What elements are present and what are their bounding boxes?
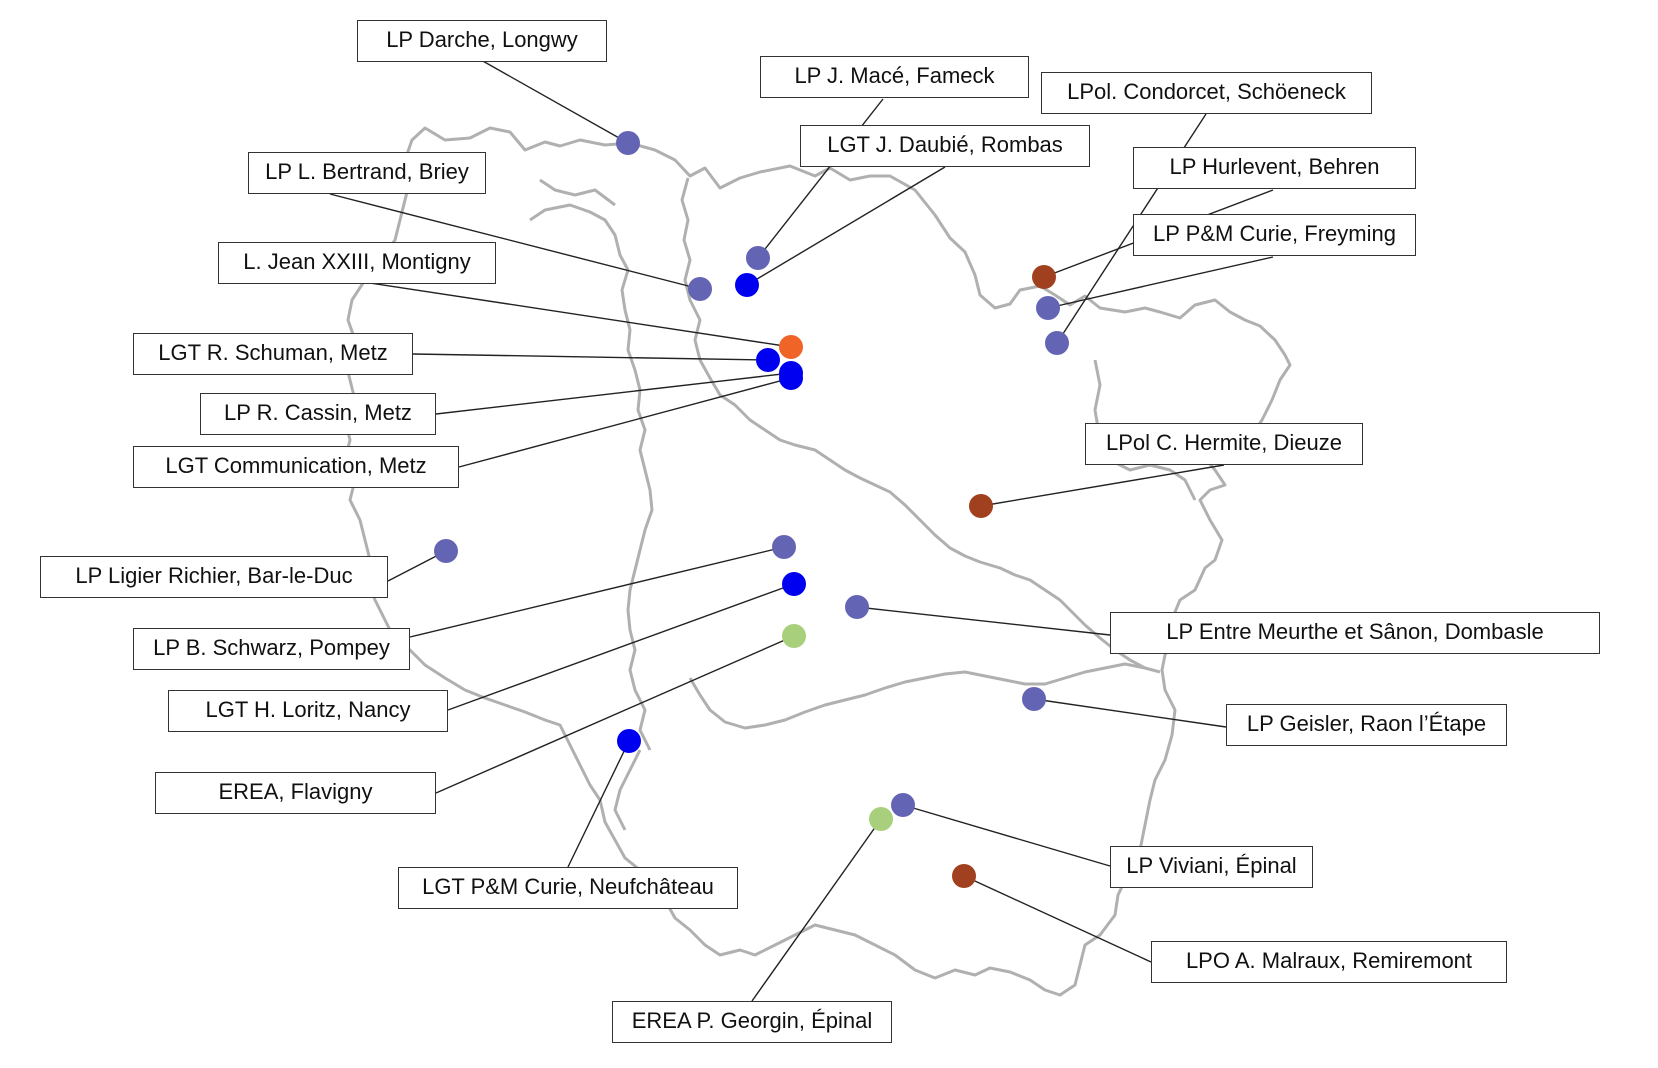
leader-line-lp-pandm-curie-freyming <box>1047 256 1274 309</box>
school-marker-lp-entre-meurthe-et-sanon-dombasle[interactable] <box>845 595 869 619</box>
border-meuse-meurthe <box>529 203 654 751</box>
school-marker-lgt-pandm-curie-neufchateau[interactable] <box>617 729 641 753</box>
school-label-lp-geisler-raon-l-etape: LP Geisler, Raon l’Étape <box>1226 704 1507 746</box>
school-marker-lgt-j-daubie-rombas[interactable] <box>735 273 759 297</box>
school-label-lgt-h-loritz-nancy: LGT H. Loritz, Nancy <box>168 690 448 732</box>
school-label-lpol-c-hermite-dieuze: LPol C. Hermite, Dieuze <box>1085 423 1363 465</box>
leader-line-lgt-pandm-curie-neufchateau <box>567 740 630 868</box>
school-label-lp-entre-meurthe-et-sanon-dombasle: LP Entre Meurthe et Sânon, Dombasle <box>1110 612 1600 654</box>
school-marker-lgt-communication-metz[interactable] <box>779 366 803 390</box>
school-marker-lp-l-bertrand-briey[interactable] <box>688 277 712 301</box>
leader-line-lgt-communication-metz <box>458 377 792 468</box>
leader-line-erea-p-georgin-epinal <box>751 818 882 1002</box>
leader-line-lp-viviani-epinal <box>902 804 1111 867</box>
school-label-lpol-condorcet-schoeneck: LPol. Condorcet, Schöeneck <box>1041 72 1372 114</box>
school-marker-lp-pandm-curie-freyming[interactable] <box>1036 296 1060 320</box>
school-marker-lp-ligier-richier-bar-le-duc[interactable] <box>434 539 458 563</box>
school-label-l-jean-xxiii-montigny: L. Jean XXIII, Montigny <box>218 242 496 284</box>
school-label-lp-l-bertrand-briey: LP L. Bertrand, Briey <box>248 152 486 194</box>
school-label-lp-hurlevent-behren: LP Hurlevent, Behren <box>1133 147 1416 189</box>
school-marker-lp-b-schwarz-pompey[interactable] <box>772 535 796 559</box>
leader-line-lp-darche-longwy <box>480 59 629 144</box>
border-meurthe-moselle-north <box>680 177 1161 674</box>
school-label-lp-b-schwarz-pompey: LP B. Schwarz, Pompey <box>133 628 410 670</box>
school-marker-lpo-a-malraux-remiremont[interactable] <box>952 864 976 888</box>
school-marker-lp-darche-longwy[interactable] <box>616 131 640 155</box>
school-marker-erea-p-georgin-epinal[interactable] <box>869 807 893 831</box>
leader-line-lp-entre-meurthe-et-sanon-dombasle <box>856 606 1111 636</box>
school-markers <box>434 131 1069 888</box>
leader-line-lpol-c-hermite-dieuze <box>980 464 1225 507</box>
school-label-lp-pandm-curie-freyming: LP P&M Curie, Freyming <box>1133 214 1416 256</box>
leader-line-lgt-r-schuman-metz <box>412 353 769 361</box>
school-label-lp-j-mace-fameck: LP J. Macé, Fameck <box>760 56 1029 98</box>
school-marker-lgt-r-schuman-metz[interactable] <box>756 348 780 372</box>
school-label-erea-p-georgin-epinal: EREA P. Georgin, Épinal <box>612 1001 892 1043</box>
leader-line-erea-flavigny <box>435 635 795 794</box>
school-label-lgt-communication-metz: LGT Communication, Metz <box>133 446 459 488</box>
school-label-erea-flavigny: EREA, Flavigny <box>155 772 436 814</box>
border-inner-west <box>539 178 616 207</box>
school-marker-lp-j-mace-fameck[interactable] <box>746 246 770 270</box>
border-meuse-vosges <box>613 749 642 831</box>
leader-line-l-jean-xxiii-montigny <box>369 282 792 348</box>
school-marker-l-jean-xxiii-montigny[interactable] <box>779 335 803 359</box>
school-marker-lp-viviani-epinal[interactable] <box>891 793 915 817</box>
school-marker-lp-hurlevent-behren[interactable] <box>1032 265 1056 289</box>
leader-line-lp-geisler-raon-l-etape <box>1033 698 1227 728</box>
school-label-lgt-j-daubie-rombas: LGT J. Daubié, Rombas <box>800 125 1090 167</box>
border-moselle-bas-rhin <box>1093 359 1197 501</box>
school-label-lpo-a-malraux-remiremont: LPO A. Malraux, Remiremont <box>1151 941 1507 983</box>
school-marker-lpol-condorcet-schoeneck[interactable] <box>1045 331 1069 355</box>
school-label-lgt-pandm-curie-neufchateau: LGT P&M Curie, Neufchâteau <box>398 867 738 909</box>
school-marker-lpol-c-hermite-dieuze[interactable] <box>969 494 993 518</box>
leader-line-lpo-a-malraux-remiremont <box>963 875 1152 963</box>
school-label-lgt-r-schuman-metz: LGT R. Schuman, Metz <box>133 333 413 375</box>
school-label-lp-r-cassin-metz: LP R. Cassin, Metz <box>200 393 436 435</box>
school-marker-erea-flavigny[interactable] <box>782 624 806 648</box>
school-label-lp-ligier-richier-bar-le-duc: LP Ligier Richier, Bar-le-Duc <box>40 556 388 598</box>
leader-line-lgt-j-daubie-rombas <box>746 166 946 286</box>
leader-line-lp-l-bertrand-briey <box>329 193 701 290</box>
leader-line-lp-r-cassin-metz <box>435 372 792 415</box>
leader-line-lp-b-schwarz-pompey <box>409 546 785 638</box>
school-label-lp-viviani-epinal: LP Viviani, Épinal <box>1110 846 1313 888</box>
school-marker-lgt-h-loritz-nancy[interactable] <box>782 572 806 596</box>
school-marker-lp-geisler-raon-l-etape[interactable] <box>1022 687 1046 711</box>
leader-line-lgt-h-loritz-nancy <box>447 583 795 711</box>
school-label-lp-darche-longwy: LP Darche, Longwy <box>357 20 607 62</box>
border-meurthe-vosges <box>688 662 1146 730</box>
